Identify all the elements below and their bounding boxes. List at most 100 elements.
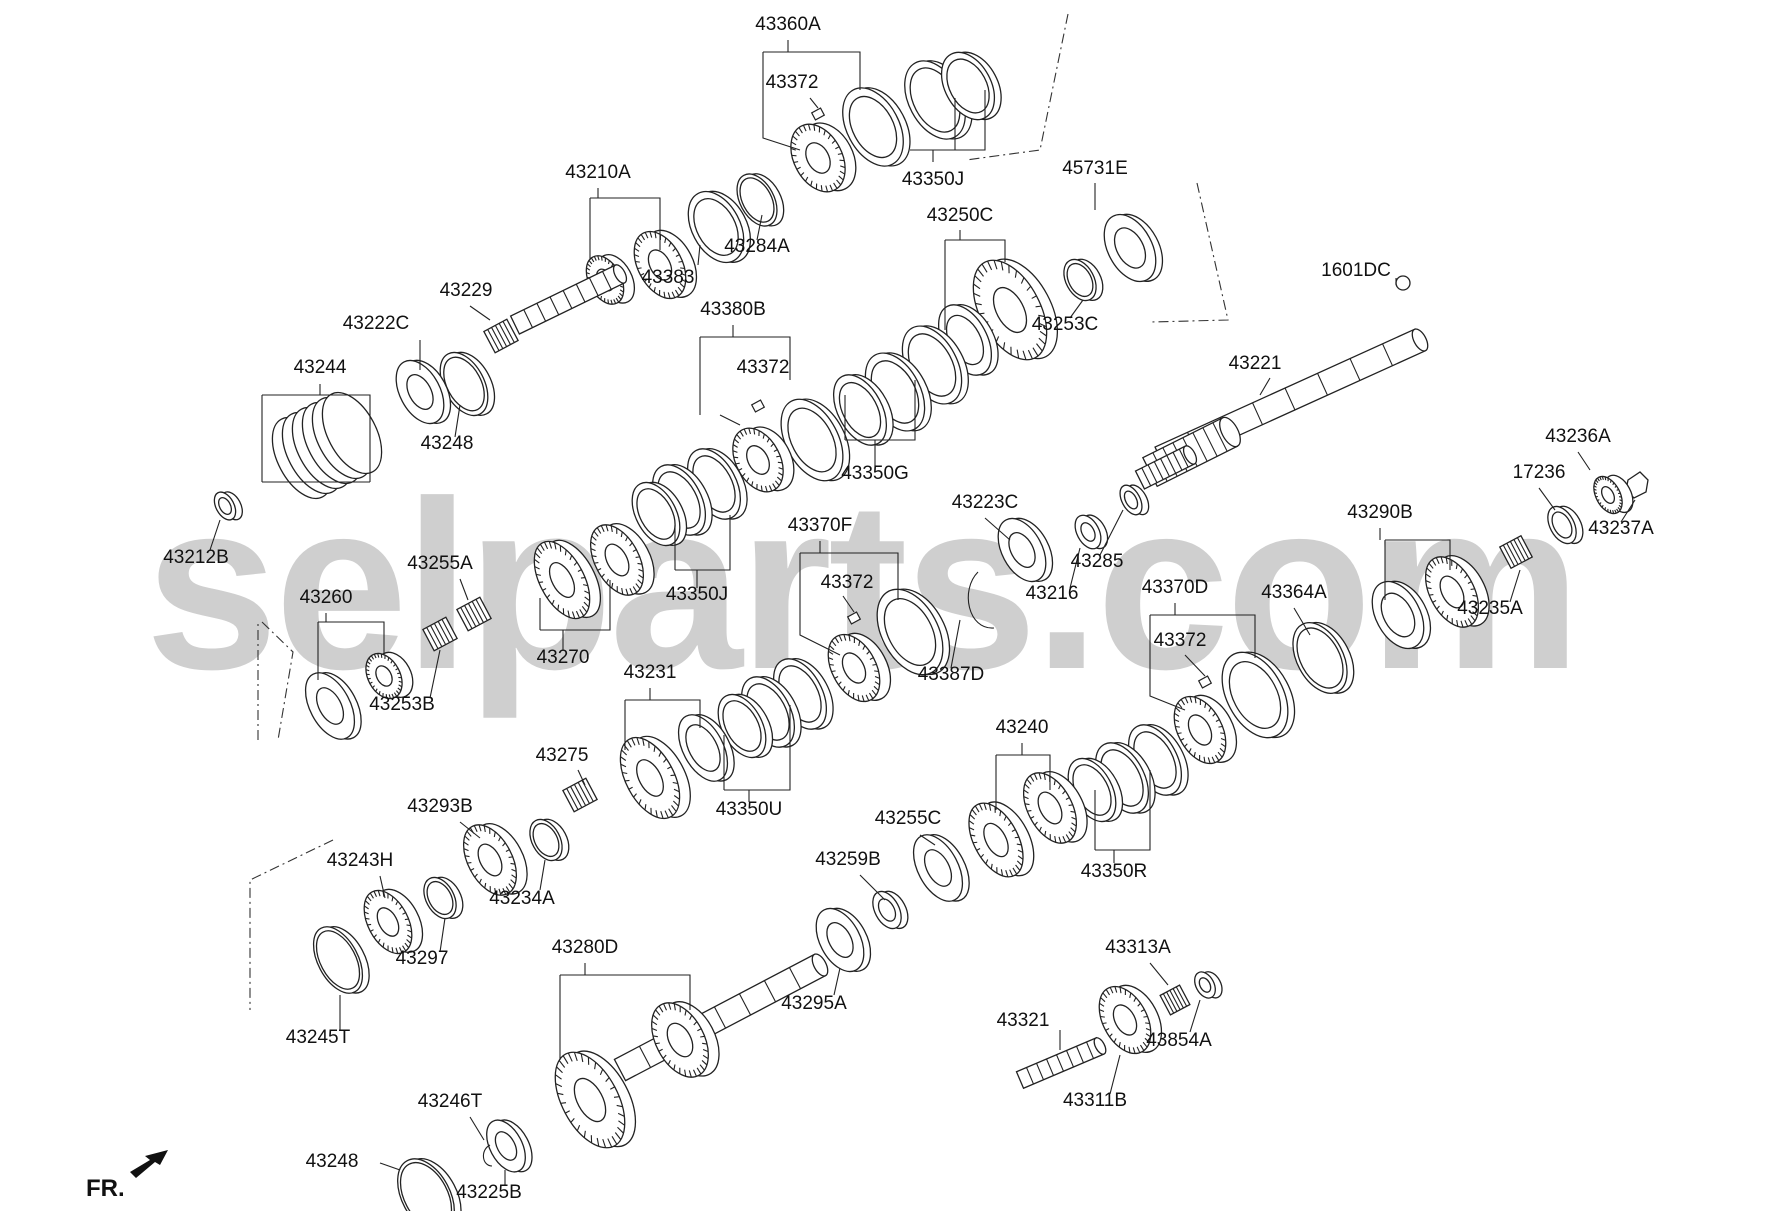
part-label-43243H: 43243H [327,850,394,871]
part-label-43321: 43321 [997,1010,1050,1031]
input-shaft-43210A [509,264,628,335]
orientation-label: FR. [86,1175,125,1202]
part-label-45731E: 45731E [1062,158,1128,179]
part-label-43280D: 43280D [552,937,619,958]
part-label-43350J: 43350J [666,584,728,605]
synchro-hub-43370D [1173,694,1238,765]
part-label-43380B: 43380B [700,299,766,320]
drive-plate-43270 [589,523,655,596]
part-label-43221: 43221 [1229,353,1282,374]
gear-43290B [1424,555,1490,628]
bearing-43225B [486,1119,533,1173]
part-label-43223C: 43223C [952,492,1019,513]
synchro-hub-43380B [732,426,795,493]
ball-part [1395,275,1411,291]
part-label-43212B: 43212B [163,547,229,568]
snap-ring-43248-b [397,1158,462,1211]
part-label-43350J: 43350J [902,169,964,190]
output-shaft-43221-end [1134,445,1198,490]
gear-43270 [533,539,602,620]
bearing-43255C [912,834,970,902]
part-label-43222C: 43222C [343,313,410,334]
part-label-17236: 17236 [1513,462,1566,483]
part-labels: 43360A4337243350J45731E43210A43284A43383… [163,14,1654,1203]
gear-43231 [619,735,691,820]
needle-bearing-43235A [1498,534,1534,570]
snap-ring-43387D [967,571,995,629]
washer-43216 [1074,514,1109,550]
part-label-43383: 43383 [642,267,695,288]
part-label-43372: 43372 [766,72,819,93]
synchro-ring-43350U-c [717,693,774,759]
part-label-43313A: 43313A [1105,937,1171,958]
part-label-43231: 43231 [624,662,677,683]
detent-key-part [846,611,862,625]
bearing-43295A [815,907,872,973]
synchro-hub-43360A [790,122,857,193]
part-label-43372: 43372 [1154,630,1207,651]
part-label-43854A: 43854A [1146,1030,1212,1051]
needle-bearing-43255A [456,596,492,632]
front-direction-arrow-icon [130,1150,168,1178]
clutch-spring-pack-43244 [271,391,383,500]
synchro-ring-43350U-b [740,676,802,748]
needle-bearing-43275 [562,777,598,813]
countershaft-43280D [613,953,829,1082]
sleeve-43253C [1063,258,1104,302]
sleeve-43297 [423,876,464,920]
part-label-1601DC: 1601DC [1321,260,1391,281]
gear-43280D-b [554,1050,637,1149]
part-label-43250C: 43250C [927,205,994,226]
gear-43236A [1593,474,1634,515]
sleeve-17236 [1547,505,1584,545]
part-label-43270: 43270 [537,647,590,668]
gear-43280D-a [651,1001,720,1078]
blocker-ring-43360A [842,87,911,167]
part-label-43229: 43229 [440,280,493,301]
gear-43240 [968,801,1035,878]
detent-key-part [750,399,766,413]
part-label-43372: 43372 [821,572,874,593]
needle-bearing-43313A [1159,984,1191,1016]
part-label-43370D: 43370D [1142,577,1209,598]
part-label-43260: 43260 [300,587,353,608]
washer-43259B [872,890,909,930]
part-label-43350G: 43350G [841,463,909,484]
idler-shaft-43321 [1015,1036,1107,1090]
blocker-ring-43380B [780,398,851,482]
drive-plate-43240 [1022,771,1088,844]
synchro-hub-43370F [827,632,892,703]
bearing-43222C [395,359,452,425]
leader-lines [209,40,1636,1186]
detent-key-part [810,107,826,121]
assembly-guide-lines [249,13,1229,1010]
part-label-43290B: 43290B [1347,502,1413,523]
part-label-43245T: 43245T [286,1027,351,1048]
part-label-43364A: 43364A [1261,582,1327,603]
blocker-ring-43370F [876,588,951,676]
part-label-43293B: 43293B [407,796,473,817]
gear-43243H [363,888,424,955]
part-label-43255C: 43255C [875,808,942,829]
washer-43854A [1194,971,1223,999]
part-label-43275: 43275 [536,745,589,766]
part-label-43253B: 43253B [369,694,435,715]
blocker-ring-43370D [1221,651,1296,739]
part-label-43248: 43248 [306,1151,359,1172]
part-label-43350R: 43350R [1081,861,1148,882]
part-label-43240: 43240 [996,717,1049,738]
drive-plate-43210A [633,229,698,300]
thrust-plate-43231 [677,714,735,782]
synchro-ring-43350J-e [631,481,688,547]
part-label-43284A: 43284A [724,236,790,257]
part-label-43311B: 43311B [1063,1090,1127,1111]
part-label-43360A: 43360A [755,14,821,35]
snap-ring-43245T [312,926,370,994]
gear-43260 [365,651,414,700]
part-label-43235A: 43235A [1457,598,1523,619]
snap-ring-43285 [1119,484,1150,516]
sleeve-43234A [529,818,570,862]
part-label-43259B: 43259B [815,849,881,870]
snap-ring-43284A [736,173,785,227]
